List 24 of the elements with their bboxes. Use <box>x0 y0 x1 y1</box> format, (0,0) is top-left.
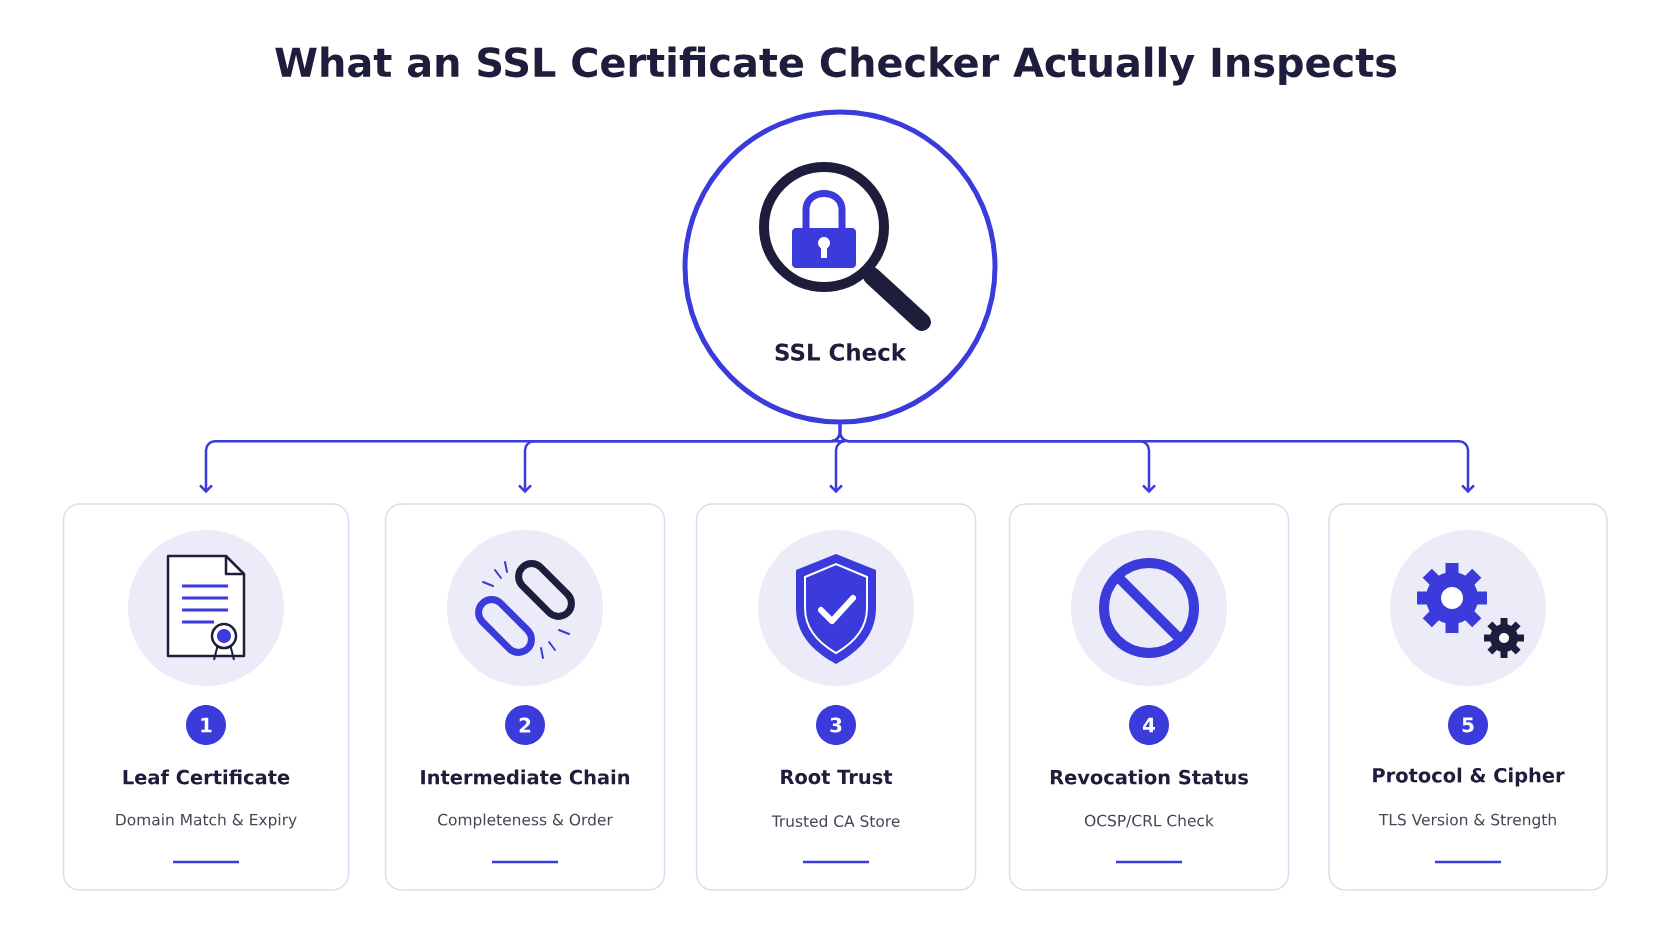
card-heading: Intermediate Chain <box>421 769 630 785</box>
card-subtitle: OCSP/CRL Check <box>1085 814 1214 828</box>
card-heading: Protocol & Cipher <box>1373 767 1565 787</box>
number-badge: 4 <box>1129 705 1169 745</box>
card-subtitle: Domain Match & Expiry <box>116 813 297 829</box>
arrow <box>838 424 1475 494</box>
info-card <box>384 503 666 891</box>
info-card <box>62 503 350 891</box>
number-badge: 5 <box>1448 705 1488 745</box>
card-subtitle: Completeness & Order <box>438 813 613 829</box>
number-badge: 3 <box>816 705 856 745</box>
card-subtitle: TLS Version & Strength <box>1378 813 1556 829</box>
info-card <box>1008 503 1290 891</box>
check-circle <box>682 109 998 425</box>
card-heading: Leaf Certificate <box>123 769 290 785</box>
circle-label: SSL Check <box>775 343 907 361</box>
number-badge: 2 <box>505 705 545 745</box>
info-card <box>1328 503 1608 891</box>
card-heading: Root Trust <box>781 769 893 785</box>
info-card <box>695 503 977 891</box>
card-heading: Revocation Status <box>1050 769 1248 785</box>
number-badge: 1 <box>186 705 226 745</box>
card-subtitle: Trusted CA Store <box>771 815 900 827</box>
title: What an SSL Certificate Checker Actually Inspects <box>275 46 1397 86</box>
